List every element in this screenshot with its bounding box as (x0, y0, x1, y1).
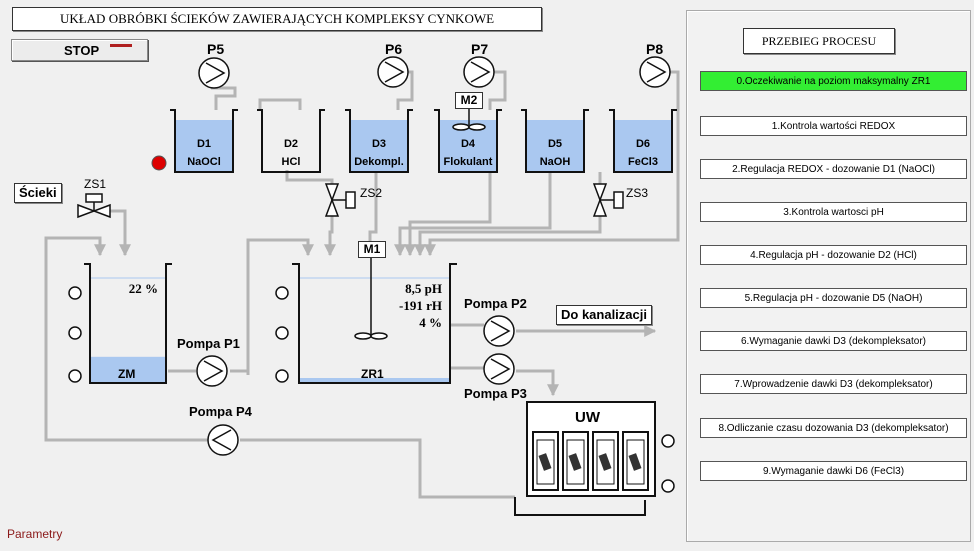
dosing-tanks (170, 109, 677, 173)
alarm-lamp (151, 155, 167, 171)
tank-d6-id: D6 (635, 138, 651, 150)
zm-tank-label: ZM (118, 367, 136, 381)
pump-p2-label: Pompa P2 (464, 296, 527, 311)
mixer-m2[interactable]: M2 (455, 92, 483, 109)
page-title: UKŁAD OBRÓBKI ŚCIEKÓW ZAWIERAJĄCYCH KOMP… (12, 7, 542, 31)
process-panel (686, 10, 971, 542)
outlet-label: Do kanalizacji (556, 305, 652, 325)
pump-p3[interactable] (483, 353, 515, 385)
process-step-7[interactable]: 7.Wprowadzenie dawki D3 (dekompleksator) (700, 374, 967, 394)
mixer-m1[interactable]: M1 (358, 241, 386, 258)
valve-zs3-label: ZS3 (626, 186, 649, 200)
tank-d4-id: D4 (460, 138, 476, 150)
tank-d4-name: Flokulant (443, 156, 493, 168)
pump-p1[interactable] (196, 355, 228, 387)
pump-p7-label: P7 (471, 41, 489, 57)
pump-p8-label: P8 (646, 41, 664, 57)
pump-p1-label: Pompa P1 (177, 336, 240, 351)
stop-button[interactable]: STOP (11, 39, 148, 61)
uw-unit (514, 401, 656, 516)
pump-p4-label: Pompa P4 (189, 404, 252, 419)
zr1-level-readout: 4 % (419, 315, 442, 330)
valve-zs1-label: ZS1 (84, 177, 107, 191)
inlet-label: Ścieki (14, 183, 62, 203)
uw-label: UW (575, 409, 600, 426)
tank-d2-id: D2 (283, 138, 299, 150)
stop-button-label: STOP (64, 43, 100, 58)
pump-p5-label: P5 (207, 41, 225, 57)
mixer-m2-shaft (452, 108, 486, 131)
process-step-5[interactable]: 5.Regulacja pH - dozowanie D5 (NaOH) (700, 288, 967, 308)
pump-p5[interactable] (198, 57, 230, 89)
zr1-ph-readout: 8,5 pH (405, 281, 442, 296)
process-step-6[interactable]: 6.Wymaganie dawki D3 (dekompleksator) (700, 331, 967, 351)
process-step-2[interactable]: 2.Regulacja REDOX - dozowanie D1 (NaOCl) (700, 159, 967, 179)
pipes (44, 70, 680, 499)
stop-indicator (110, 44, 132, 47)
valve-zs2[interactable] (324, 183, 356, 217)
tank-d5-name: NaOH (539, 156, 571, 168)
zr1-tank (292, 263, 457, 384)
zr1-rh-readout: -191 rH (399, 298, 442, 313)
pump-p2[interactable] (483, 315, 515, 347)
tank-d1-id: D1 (196, 138, 212, 150)
pump-p6[interactable] (377, 56, 409, 88)
tank-d6-name: FeCl3 (628, 156, 658, 168)
process-title: PRZEBIEG PROCESU (743, 28, 895, 54)
tank-d3-id: D3 (371, 138, 387, 150)
process-step-4[interactable]: 4.Regulacja pH - dozowanie D2 (HCl) (700, 245, 967, 265)
tank-d5-id: D5 (547, 138, 563, 150)
pump-p3-label: Pompa P3 (464, 386, 527, 401)
level-sensors (68, 286, 675, 493)
valve-zs1[interactable] (77, 193, 111, 219)
pump-p8[interactable] (639, 56, 671, 88)
valve-zs3[interactable] (592, 183, 624, 217)
pump-p7[interactable] (463, 56, 495, 88)
pump-p4[interactable] (207, 424, 239, 456)
process-step-0[interactable]: 0.Oczekiwanie na poziom maksymalny ZR1 (700, 71, 967, 91)
process-step-8[interactable]: 8.Odliczanie czasu dozowania D3 (dekompl… (700, 418, 967, 438)
valve-zs2-label: ZS2 (360, 186, 383, 200)
tank-d2-name: HCl (281, 156, 301, 168)
tank-d1-name: NaOCl (187, 156, 221, 168)
process-step-9[interactable]: 9.Wymaganie dawki D6 (FeCl3) (700, 461, 967, 481)
tank-d3-name: Dekompl. (354, 156, 404, 168)
mixer-m1-shaft (354, 256, 388, 340)
parametry-link[interactable]: Parametry (7, 527, 63, 541)
zr1-tank-label: ZR1 (361, 367, 384, 381)
pump-p6-label: P6 (385, 41, 403, 57)
process-step-1[interactable]: 1.Kontrola wartości REDOX (700, 116, 967, 136)
zm-tank (84, 263, 172, 384)
zm-level-readout: 22 % (128, 281, 158, 296)
process-step-3[interactable]: 3.Kontrola wartosci pH (700, 202, 967, 222)
